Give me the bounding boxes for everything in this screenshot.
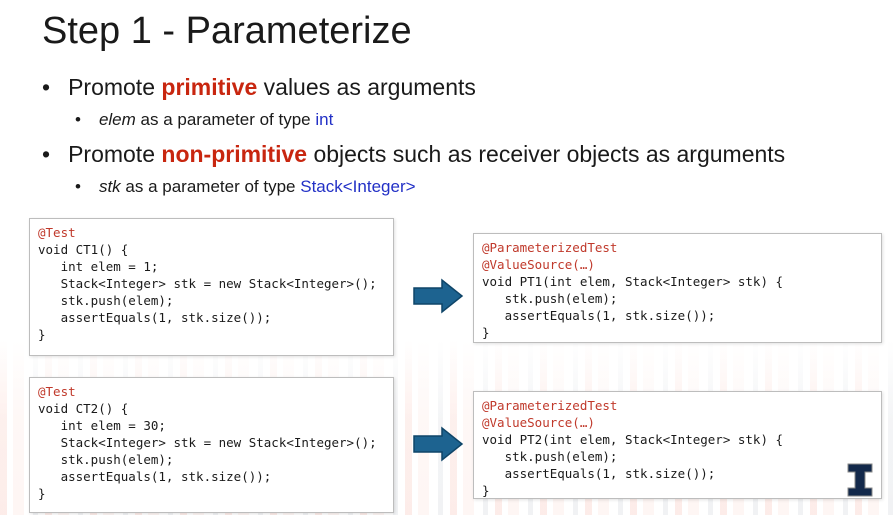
code-line: assertEquals(1, stk.size()); <box>38 310 272 325</box>
subbullet-elem: • elem as a parameter of type int <box>75 110 333 130</box>
code-line: int elem = 1; <box>38 259 159 274</box>
block-i-logo-icon <box>847 463 873 497</box>
bullet-marker: • <box>75 110 81 129</box>
code-block-pt1: @ParameterizedTest @ValueSource(…) void PT… <box>473 233 882 343</box>
keyword-non-primitive: non-primitive <box>161 141 308 167</box>
annotation-parameterized-test: @ParameterizedTest <box>482 240 618 255</box>
annotation-test: @Test <box>38 384 76 399</box>
param-name-stk: stk <box>98 177 121 196</box>
type-int: int <box>315 110 334 129</box>
subbullet-stk: • stk as a parameter of type Stack<Intege… <box>75 177 416 197</box>
code-line: } <box>38 486 46 501</box>
code-line: assertEquals(1, stk.size()); <box>482 308 716 323</box>
code-line: void CT1() { <box>38 242 129 257</box>
subbullet-text: as a parameter of type <box>135 110 316 129</box>
code-line: assertEquals(1, stk.size()); <box>38 469 272 484</box>
code-line: } <box>482 325 490 340</box>
bullet-text-pre: Promote <box>68 74 162 100</box>
annotation-value-source: @ValueSource(…) <box>482 257 595 272</box>
bullet-primitive: • Promote primitive values as arguments <box>42 74 476 101</box>
annotation-value-source: @ValueSource(…) <box>482 415 595 430</box>
bullet-text-post: values as arguments <box>257 74 476 100</box>
code-line: Stack<Integer> stk = new Stack<Integer>(… <box>38 276 377 291</box>
code-line: stk.push(elem); <box>482 449 618 464</box>
code-block-ct2: @Test void CT2() { int elem = 30; Stack<I… <box>29 377 394 513</box>
code-line: stk.push(elem); <box>482 291 618 306</box>
code-line: void CT2() { <box>38 401 129 416</box>
code-line: void PT1(int elem, Stack<Integer> stk) { <box>482 274 784 289</box>
right-arrow-icon <box>413 278 464 314</box>
right-arrow-icon <box>413 426 464 462</box>
keyword-primitive: primitive <box>161 74 258 100</box>
bullet-text-post: objects such as receiver objects as argu… <box>307 141 786 167</box>
slide-title: Step 1 - Parameterize <box>42 10 412 52</box>
type-stack-integer: Stack<Integer> <box>300 177 416 196</box>
bullet-marker: • <box>42 74 51 100</box>
code-line: assertEquals(1, stk.size()); <box>482 466 716 481</box>
subbullet-text: as a parameter of type <box>120 177 301 196</box>
code-block-ct1: @Test void CT1() { int elem = 1; Stack<In… <box>29 218 394 356</box>
code-line: Stack<Integer> stk = new Stack<Integer>(… <box>38 435 377 450</box>
bullet-text-pre: Promote <box>68 141 162 167</box>
bullet-marker: • <box>42 141 51 167</box>
code-line: } <box>38 327 46 342</box>
annotation-test: @Test <box>38 225 76 240</box>
code-line: stk.push(elem); <box>38 293 174 308</box>
code-block-pt2: @ParameterizedTest @ValueSource(…) void PT… <box>473 391 882 499</box>
code-line: stk.push(elem); <box>38 452 174 467</box>
annotation-parameterized-test: @ParameterizedTest <box>482 398 618 413</box>
bullet-marker: • <box>75 177 81 196</box>
code-line: int elem = 30; <box>38 418 166 433</box>
param-name-elem: elem <box>98 110 136 129</box>
code-line: void PT2(int elem, Stack<Integer> stk) { <box>482 432 784 447</box>
bullet-non-primitive: • Promote non-primitive objects such as r… <box>42 141 785 168</box>
code-line: } <box>482 483 490 498</box>
